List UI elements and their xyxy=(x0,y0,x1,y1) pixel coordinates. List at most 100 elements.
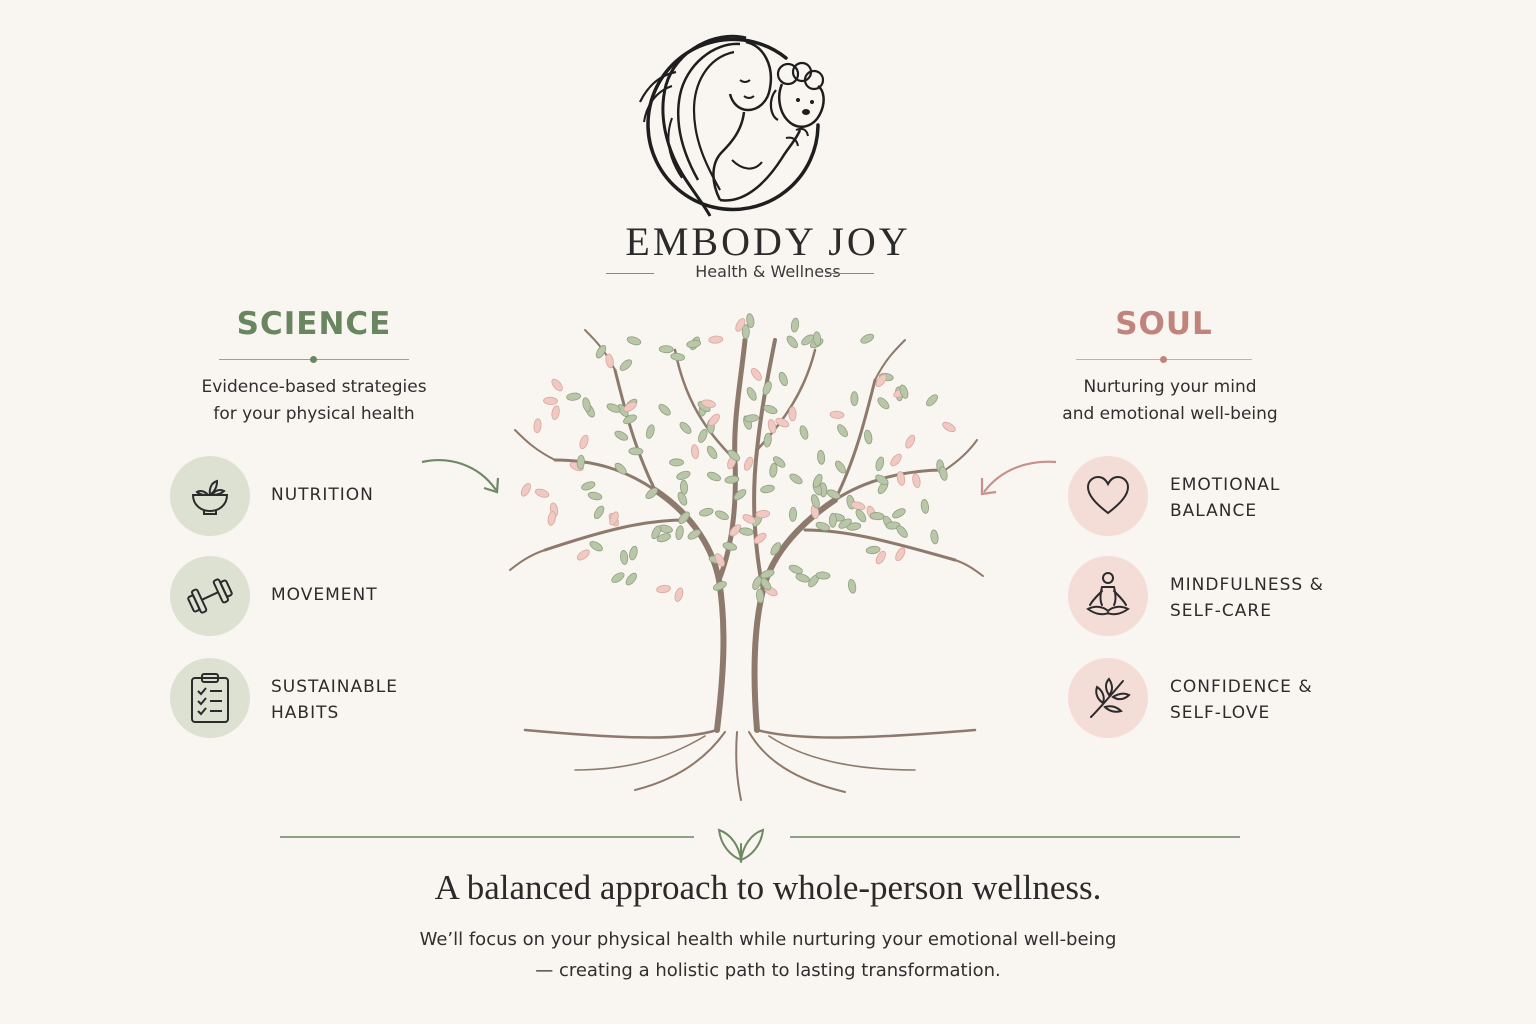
tree-leaf xyxy=(875,374,887,387)
tree-leaf xyxy=(656,584,671,594)
tree-leaf xyxy=(690,444,700,460)
tree-leaf xyxy=(789,473,803,485)
tree-leaf xyxy=(669,458,684,467)
tree-leaf xyxy=(645,487,658,499)
emotional-balance-icon-circle xyxy=(1068,456,1148,536)
tree-leaf xyxy=(658,345,674,354)
tree-leaf xyxy=(707,471,721,482)
tree-leaf xyxy=(834,460,847,474)
soul-arrow-icon xyxy=(980,460,1057,496)
confidence-label: CONFIDENCE & SELF-LOVE xyxy=(1170,677,1313,723)
tree-leaf xyxy=(756,588,765,604)
tree-leaf xyxy=(890,453,902,467)
tree-leaf xyxy=(755,510,771,519)
science-arrow-icon xyxy=(421,459,500,494)
brand-subtitle: Health & Wellness xyxy=(695,262,841,281)
tree-leaf xyxy=(729,524,742,537)
tree-leaf xyxy=(770,542,781,556)
tree-leaf xyxy=(551,405,560,421)
tree-leaf xyxy=(790,317,800,333)
science-description: Evidence-based strategies for your physi… xyxy=(164,374,464,428)
tree-leaf xyxy=(810,494,820,509)
tree-leaf xyxy=(786,335,798,349)
tree-leaf xyxy=(708,413,720,427)
soul-description-line-2: and emotional well-being xyxy=(1062,404,1278,424)
tree-leaf xyxy=(581,481,596,491)
confidence-icon-circle xyxy=(1068,658,1148,738)
tree-leaf xyxy=(576,454,585,470)
tree-leaf xyxy=(679,479,689,495)
soul-description: Nurturing your mind and emotional well-b… xyxy=(1020,374,1320,428)
tree-leaf xyxy=(609,511,619,526)
tree-leaf xyxy=(679,421,692,434)
leaf-sprig-icon xyxy=(1090,677,1131,718)
tree-leaf xyxy=(760,484,775,494)
tree-leaf xyxy=(543,396,558,405)
footer-body-line-2: — creating a holistic path to lasting tr… xyxy=(535,960,1001,981)
tree-leaf xyxy=(579,434,589,450)
tagline: A balanced approach to whole-person well… xyxy=(434,868,1102,907)
science-divider-dot xyxy=(310,356,317,363)
tree-leaf xyxy=(896,471,906,486)
tree-leaf xyxy=(815,571,831,580)
tree-leaf xyxy=(850,391,859,406)
tree-leaf xyxy=(651,525,662,540)
tree-leaf xyxy=(626,336,642,346)
tree-leaf xyxy=(788,406,797,422)
tree-leaf xyxy=(625,572,637,586)
brand-logo-icon xyxy=(639,34,825,217)
tree-leaf xyxy=(769,462,778,478)
clipboard-checklist-icon xyxy=(191,673,229,723)
tree-leaf xyxy=(850,501,866,511)
habits-icon-circle xyxy=(170,658,250,738)
soul-divider-dot xyxy=(1160,356,1167,363)
tree-leaf xyxy=(864,429,873,445)
tree-leaf xyxy=(828,512,837,528)
science-description-line-1: Evidence-based strategies xyxy=(201,377,427,397)
nutrition-label: NUTRITION xyxy=(271,485,374,505)
tree-leaf xyxy=(801,334,814,346)
subtitle-right-rule xyxy=(826,273,874,274)
tree-leaf xyxy=(677,491,688,506)
tree-leaf xyxy=(547,511,556,526)
tree-leaf xyxy=(778,371,788,387)
tree-leaf xyxy=(675,525,684,541)
tree-leaf xyxy=(595,345,607,359)
tree-leaf xyxy=(520,483,531,497)
tree-leaf xyxy=(788,507,798,522)
tree-leaf xyxy=(687,529,701,540)
tree-leaf xyxy=(939,466,948,481)
tree-leaf xyxy=(611,572,625,583)
emotional-balance-label: EMOTIONAL BALANCE xyxy=(1170,475,1281,521)
tree-leaf xyxy=(739,527,754,536)
tree-leaf xyxy=(742,514,757,525)
tree-leaf xyxy=(587,491,603,501)
tree-leaf xyxy=(762,381,772,396)
tree-leaf xyxy=(724,475,740,484)
tree-leaf xyxy=(589,541,603,552)
tree-leaf xyxy=(741,324,750,340)
bowl-icon xyxy=(191,479,229,515)
tree-leaf xyxy=(699,507,714,517)
tree-leaf xyxy=(767,419,777,434)
tree-leaf xyxy=(942,421,956,433)
tree-leaf xyxy=(920,499,929,514)
tree-leaf xyxy=(678,511,690,524)
tree-leaf xyxy=(708,335,724,344)
tree-leaf xyxy=(656,533,672,543)
tree-leaf xyxy=(837,424,848,438)
tree-leaf xyxy=(896,525,908,538)
tree-leaf xyxy=(875,474,889,486)
tree-leaf xyxy=(746,313,755,328)
tree-leaf xyxy=(746,387,757,401)
tree-leaf xyxy=(534,488,550,498)
tree-leaf xyxy=(775,417,790,428)
tree-leaf xyxy=(686,339,702,349)
tree-leaf xyxy=(670,352,686,361)
tree-leaf xyxy=(582,397,591,412)
tree-leaf xyxy=(605,353,614,369)
tree-leaf xyxy=(812,473,823,488)
tree-leaf xyxy=(533,418,542,434)
tree-leaf xyxy=(763,404,778,415)
footer-body: We’ll focus on your physical health whil… xyxy=(0,924,1536,986)
